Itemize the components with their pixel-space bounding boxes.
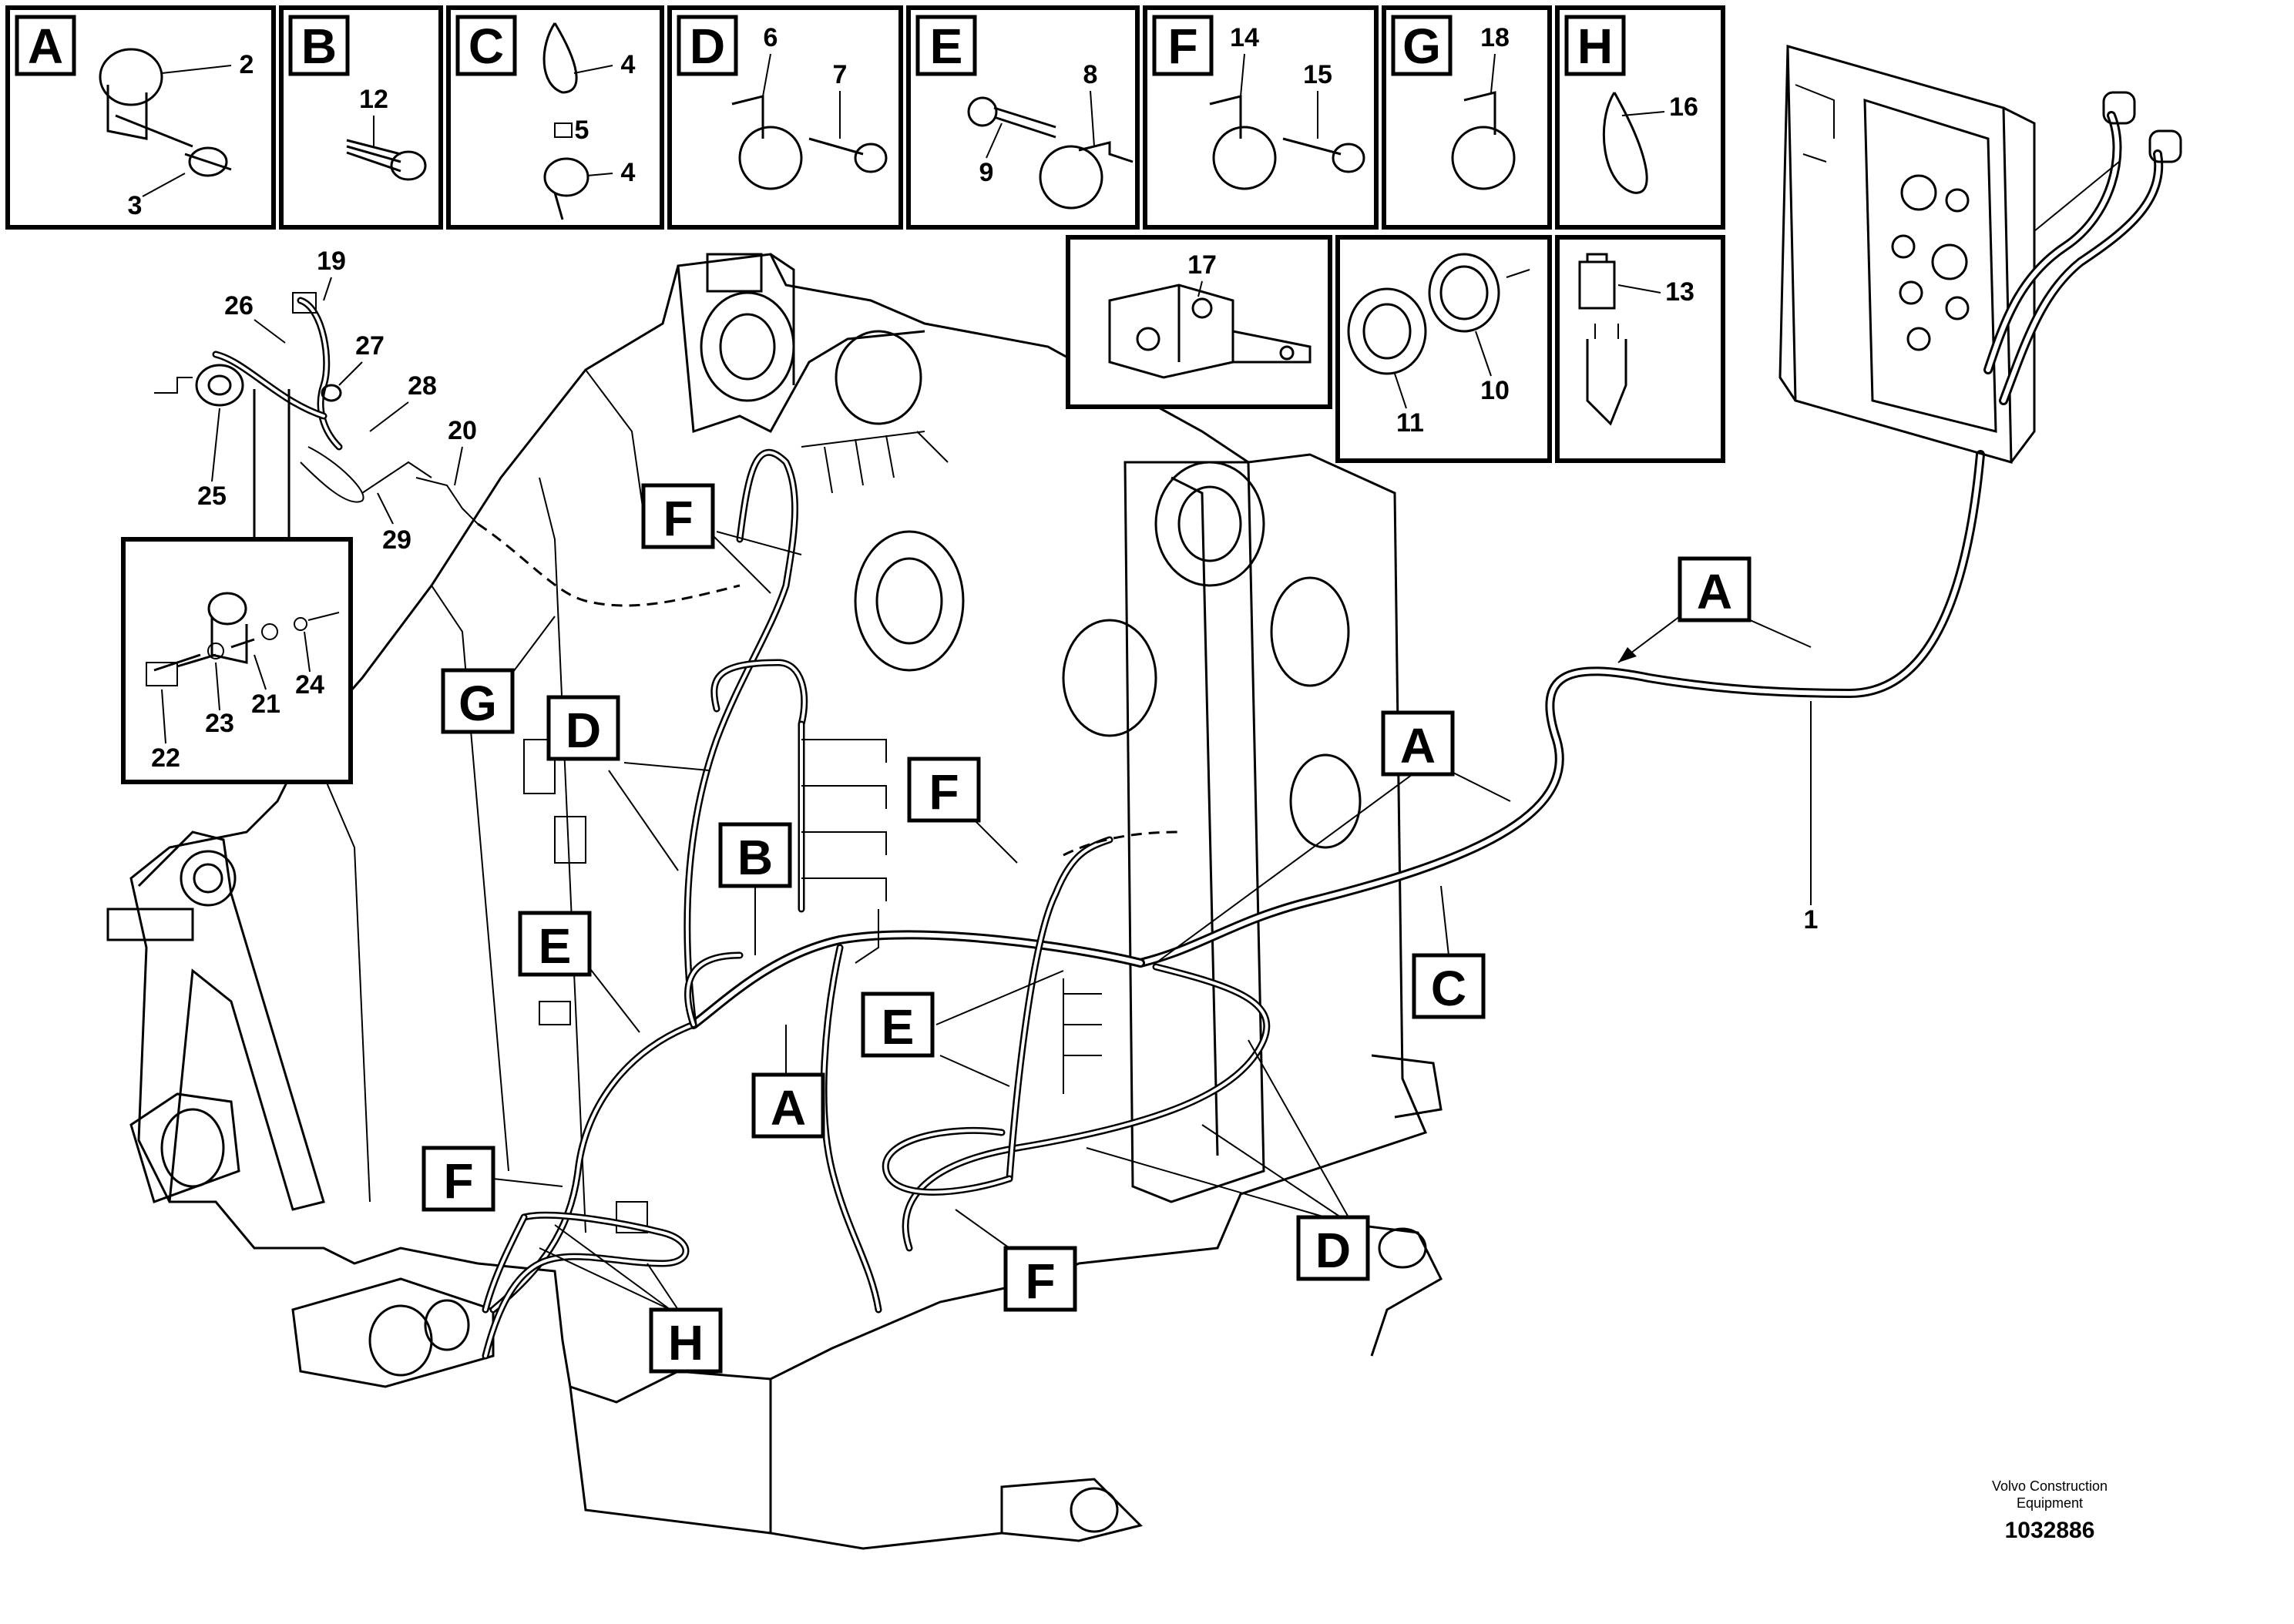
svg-text:C: C xyxy=(469,18,504,74)
svg-text:G: G xyxy=(1402,18,1441,74)
part-number-29: 29 xyxy=(382,525,411,555)
part-number-21: 21 xyxy=(251,690,280,719)
detail-box-g: G 18 xyxy=(1382,5,1552,230)
svg-text:B: B xyxy=(301,18,337,74)
part-number-23: 23 xyxy=(205,709,234,738)
part-number-25: 25 xyxy=(197,481,227,511)
front-frame-drawing xyxy=(106,253,1443,1550)
part-number-14: 14 xyxy=(1230,23,1259,52)
connector-comb xyxy=(801,739,1102,1094)
part-number-12: 12 xyxy=(359,85,388,114)
svg-text:C: C xyxy=(1431,961,1466,1016)
part-number-27: 27 xyxy=(355,331,385,361)
callout-c: C xyxy=(1412,885,1486,1019)
part-number-26: 26 xyxy=(224,291,254,320)
inset-fastener-box: 21 22 23 24 xyxy=(121,537,353,784)
svg-text:A: A xyxy=(771,1080,806,1136)
part-number-11: 11 xyxy=(1396,408,1424,438)
detail-box-17: 17 xyxy=(1066,235,1332,409)
callout-a-lower: A xyxy=(751,1025,825,1139)
svg-text:E: E xyxy=(882,999,915,1055)
part-number-19: 19 xyxy=(317,247,346,276)
svg-text:F: F xyxy=(663,491,693,546)
callout-e-center: E xyxy=(861,970,1064,1087)
part-number-6: 6 xyxy=(764,23,778,52)
svg-text:F: F xyxy=(1025,1253,1055,1309)
callout-f-bottom: F xyxy=(955,1209,1077,1312)
svg-text:D: D xyxy=(690,18,725,74)
svg-text:F: F xyxy=(929,764,959,820)
svg-text:A: A xyxy=(1697,564,1732,619)
svg-text:A: A xyxy=(1400,718,1436,773)
callout-a-middle: A xyxy=(1155,710,1511,964)
cab-console-drawing xyxy=(1778,44,2182,465)
part-number-17: 17 xyxy=(1187,250,1217,280)
detail-box-e: E 8 9 xyxy=(906,5,1140,230)
part-number-9: 9 xyxy=(979,158,994,187)
callout-b: B xyxy=(718,822,792,955)
part-number-1: 1 xyxy=(1804,905,1819,934)
part-number-28: 28 xyxy=(408,371,437,401)
detail-box-h: H 16 xyxy=(1555,5,1725,230)
part-number-4-bottom: 4 xyxy=(621,158,636,187)
detail-box-d: D 6 7 xyxy=(667,5,903,230)
detail-box-f: F 14 15 xyxy=(1143,5,1379,230)
svg-text:F: F xyxy=(443,1153,473,1209)
part-number-13: 13 xyxy=(1665,277,1694,307)
svg-text:F: F xyxy=(1167,18,1197,74)
detail-box-c: C 4 5 4 xyxy=(446,5,664,230)
part-number-7: 7 xyxy=(833,60,848,89)
svg-text:E: E xyxy=(930,18,963,74)
drawing-number: 1032886 xyxy=(2004,1518,2095,1543)
part-number-4-top: 4 xyxy=(621,50,636,79)
main-harness xyxy=(477,431,1985,1360)
callout-e-left: E xyxy=(518,911,640,1033)
detail-box-10-11: 10 11 xyxy=(1335,235,1552,463)
callout-d-upper: D xyxy=(546,695,710,871)
callout-h: H xyxy=(539,1224,723,1374)
detail-box-a: A 2 3 xyxy=(5,5,276,230)
part-number-10: 10 xyxy=(1480,376,1510,405)
part-number-16: 16 xyxy=(1669,92,1698,122)
detail-box-13: 13 xyxy=(1555,235,1725,463)
part-number-2: 2 xyxy=(240,50,254,79)
part-number-15: 15 xyxy=(1303,60,1332,89)
detail-box-b: B 12 xyxy=(279,5,443,230)
svg-text:H: H xyxy=(668,1315,704,1371)
svg-text:A: A xyxy=(28,18,63,74)
part-number-20: 20 xyxy=(448,416,477,445)
part-number-3: 3 xyxy=(128,191,143,220)
callout-f-mid: F xyxy=(907,757,1018,864)
svg-text:G: G xyxy=(458,676,497,731)
svg-text:H: H xyxy=(1577,18,1613,74)
part-number-5: 5 xyxy=(575,116,589,145)
part-number-22: 22 xyxy=(151,743,180,773)
svg-text:B: B xyxy=(737,830,773,885)
callout-f-top: F xyxy=(641,483,802,594)
part-number-24: 24 xyxy=(295,670,324,700)
callout-f-left: F xyxy=(422,1146,563,1212)
callout-g: G xyxy=(441,616,556,734)
callout-d-lower: D xyxy=(1086,1039,1370,1281)
manufacturer-credit: Volvo Construction Equipment xyxy=(1991,1478,2108,1511)
part-number-18: 18 xyxy=(1480,23,1510,52)
part-number-8: 8 xyxy=(1083,60,1098,89)
part-number-labels: 1 19 20 25 26 27 28 29 xyxy=(197,247,1818,934)
svg-text:D: D xyxy=(566,703,601,758)
callout-a-right: A xyxy=(1617,556,1812,663)
svg-text:D: D xyxy=(1315,1223,1351,1278)
svg-text:E: E xyxy=(539,918,572,974)
